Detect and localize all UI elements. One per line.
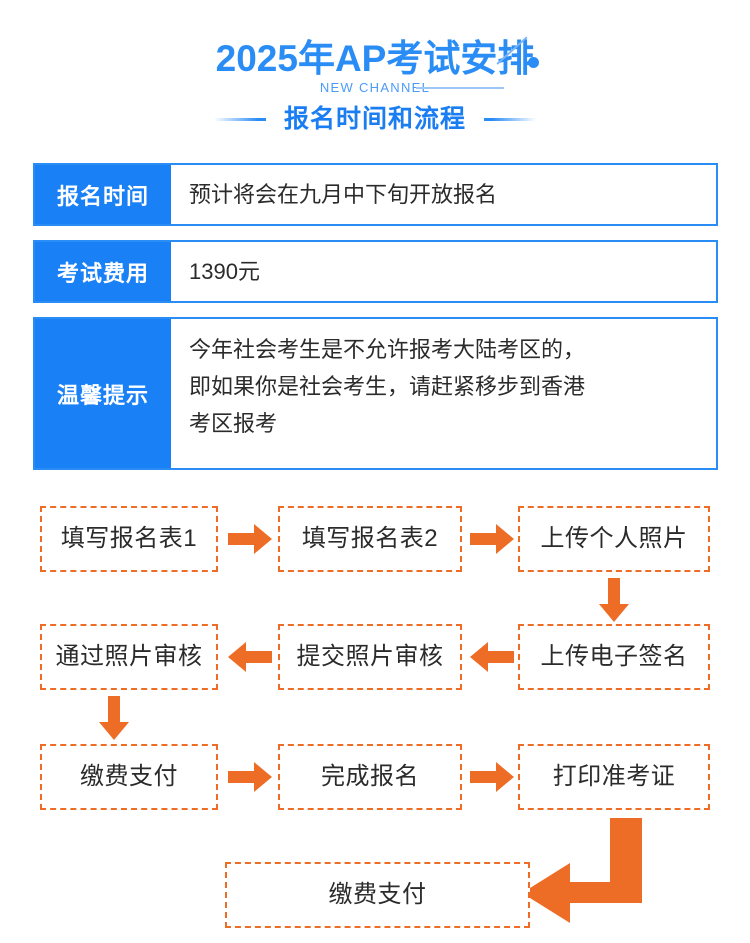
table-row: 温馨提示 今年社会考生是不允许报考大陆考区的， 即如果你是社会考生，请赶紧移步到…: [33, 317, 718, 470]
info-table: 报名时间 预计将会在九月中下旬开放报名 考试费用 1390元 温馨提示 今年社会…: [33, 163, 718, 484]
flow-step-pay-fee[interactable]: 缴费支付: [40, 744, 218, 810]
warm-tip-line-1: 今年社会考生是不允许报考大陆考区的，: [189, 337, 586, 362]
arrow-left-step5-to-step6: [228, 642, 272, 672]
row-label-exam-fee: 考试费用: [35, 242, 171, 301]
row-value-warm-tip: 今年社会考生是不允许报考大陆考区的， 即如果你是社会考生，请赶紧移步到香港 考区…: [171, 319, 716, 468]
row-value-exam-fee: 1390元: [189, 259, 260, 284]
row-label-registration-time: 报名时间: [35, 165, 171, 224]
arrow-left-step4-to-step5: [470, 642, 514, 672]
flow-step-print-admission-ticket[interactable]: 打印准考证: [518, 744, 710, 810]
table-row: 报名时间 预计将会在九月中下旬开放报名: [33, 163, 718, 226]
page-header: 2025年AP考试安排 NEW CHANNEL 报名时间和流程: [0, 0, 750, 150]
row-value-registration-time: 预计将会在九月中下旬开放报名: [189, 182, 498, 207]
warm-tip-line-3: 考区报考: [189, 411, 278, 436]
flow-step-submit-photo-review[interactable]: 提交照片审核: [278, 624, 462, 690]
flow-step-upload-photo[interactable]: 上传个人照片: [518, 506, 710, 572]
subtitle-dash-left: [214, 118, 266, 121]
arrow-right-step7-to-step8: [228, 762, 272, 792]
arrow-right-step1-to-step2: [228, 524, 272, 554]
flow-step-fill-form-1[interactable]: 填写报名表1: [40, 506, 218, 572]
warm-tip-line-2: 即如果你是社会考生，请赶紧移步到香港: [189, 374, 586, 399]
arrow-right-step8-to-step9: [470, 762, 514, 792]
arrow-elbow-step9-to-step10: [522, 818, 642, 923]
flow-step-photo-approved[interactable]: 通过照片审核: [40, 624, 218, 690]
arrow-down-step3-to-step4: [599, 578, 629, 622]
arrow-right-step2-to-step3: [470, 524, 514, 554]
section-subtitle: 报名时间和流程: [283, 105, 466, 133]
flow-step-fill-form-2[interactable]: 填写报名表2: [278, 506, 462, 572]
subtitle-dash-right: [484, 118, 536, 121]
title-decoration-dot-icon: [528, 57, 539, 68]
flow-step-pay-fee-final[interactable]: 缴费支付: [225, 862, 530, 928]
brand-subtitle-rule: [416, 87, 504, 89]
table-row: 考试费用 1390元: [33, 240, 718, 303]
page-title: 2025年AP考试安排: [215, 38, 535, 79]
row-label-warm-tip: 温馨提示: [35, 319, 171, 468]
flow-step-complete-registration[interactable]: 完成报名: [278, 744, 462, 810]
arrow-down-step6-to-step7: [99, 696, 129, 740]
brand-subtitle-en: NEW CHANNEL: [319, 80, 431, 95]
flow-step-upload-signature[interactable]: 上传电子签名: [518, 624, 710, 690]
